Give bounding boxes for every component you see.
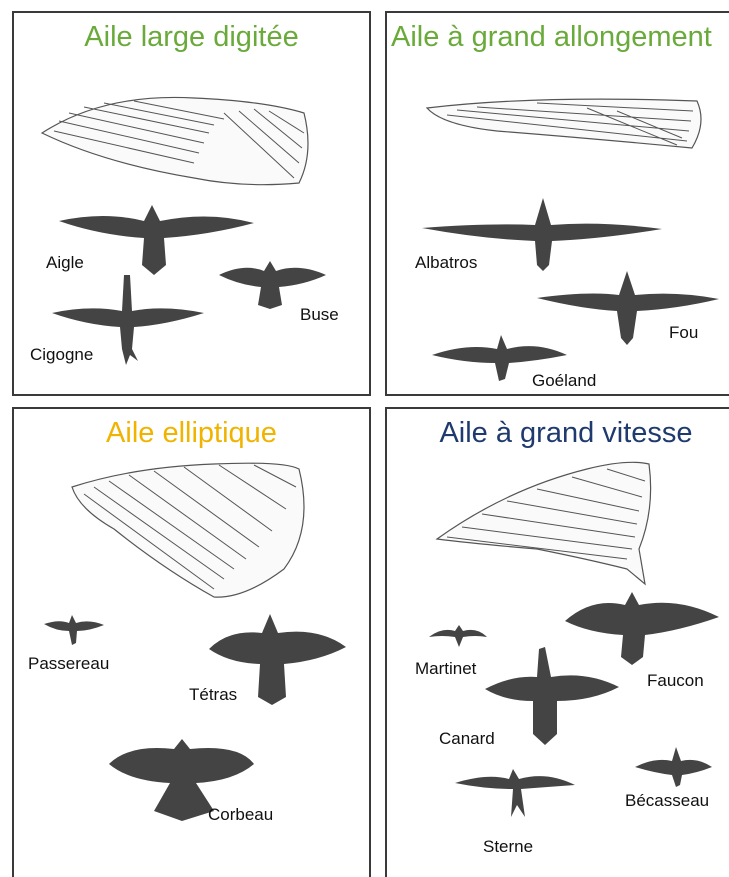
wing-drawing	[72, 463, 304, 597]
wing-drawing	[42, 97, 308, 184]
label-aigle: Aigle	[46, 253, 84, 273]
label-albatros: Albatros	[415, 253, 477, 273]
label-buse: Buse	[300, 305, 339, 325]
label-martinet: Martinet	[415, 659, 476, 679]
eagle-silhouette	[59, 205, 254, 275]
falcon-silhouette	[565, 592, 719, 665]
wing-drawing	[437, 462, 651, 584]
label-cigogne: Cigogne	[30, 345, 93, 365]
panel-high-speed-wing: Aile à grand vitesse Martinet Faucon Can…	[385, 407, 729, 877]
panel-illustration	[14, 409, 371, 877]
tern-silhouette	[455, 769, 575, 817]
swift-silhouette	[429, 625, 487, 647]
label-fou: Fou	[669, 323, 698, 343]
sparrow-silhouette	[44, 615, 104, 645]
label-goeland: Goéland	[532, 371, 596, 391]
label-tetras: Tétras	[189, 685, 237, 705]
sandpiper-silhouette	[635, 747, 712, 787]
label-canard: Canard	[439, 729, 495, 749]
panel-broad-fingered-wing: Aile large digitée Aigle Buse Cigogne	[12, 11, 371, 396]
label-corbeau: Corbeau	[208, 805, 273, 825]
panel-illustration	[14, 13, 371, 396]
label-passereau: Passereau	[28, 654, 109, 674]
wing-drawing	[427, 99, 701, 148]
label-becasseau: Bécasseau	[625, 791, 709, 811]
duck-silhouette	[485, 647, 619, 745]
buzzard-silhouette	[219, 261, 326, 309]
label-faucon: Faucon	[647, 671, 704, 691]
label-sterne: Sterne	[483, 837, 533, 857]
panel-elliptical-wing: Aile elliptique Passereau Tétras Corbeau	[12, 407, 371, 877]
panel-high-aspect-wing: Aile à grand allongement Albatros Fou Go…	[385, 11, 729, 396]
